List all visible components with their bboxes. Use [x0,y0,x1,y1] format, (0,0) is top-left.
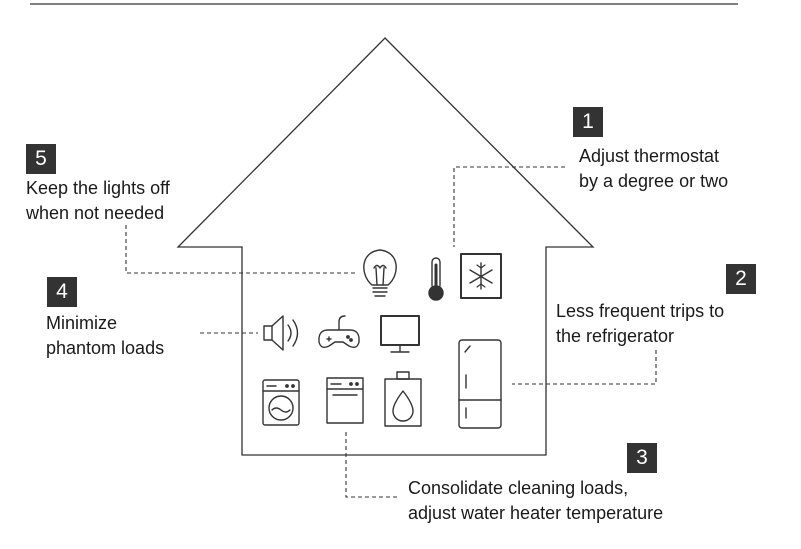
tip-4-badge: 4 [47,277,77,307]
tip-2-badge: 2 [726,264,756,294]
tip-2-line-2: the refrigerator [556,326,675,346]
tip-5-badge: 5 [26,144,56,174]
tip-2-text: Less frequent trips to the refrigerator [556,299,724,349]
tip-5-line-1: Keep the lights off [26,178,170,198]
speaker-icon [263,315,299,351]
tip-3-badge: 3 [627,443,657,473]
tip-4-line-2: phantom loads [46,338,165,358]
tip-4-text: Minimize phantom loads [46,311,164,361]
tip-3-text: Consolidate cleaning loads, adjust water… [408,476,663,526]
refrigerator-icon [458,339,502,429]
tip-1-line-1: Adjust thermostat [579,146,720,166]
tip-2-line-1: Less frequent trips to [556,301,725,321]
tip-5-line-2: when not needed [26,203,165,223]
washing-machine-icon [262,379,300,426]
tip-4-line-1: Minimize [46,313,118,333]
leader-line-5 [125,225,358,274]
tip-3-line-2: adjust water heater temperature [408,503,664,523]
leader-line-3 [345,432,400,498]
house-outline [176,37,595,456]
tip-1-line-2: by a degree or two [579,171,729,191]
leader-line-1 [453,166,565,247]
monitor-icon [380,315,420,353]
dishwasher-icon [326,377,364,424]
snowflake-icon [460,253,502,299]
light-bulb-icon [363,249,397,297]
leader-lines [125,166,657,498]
game-controller-icon [318,315,360,349]
tip-1-text: Adjust thermostat by a degree or two [579,144,728,194]
tip-3-line-1: Consolidate cleaning loads, [408,478,629,498]
water-heater-icon [384,371,422,427]
tip-1-badge: 1 [573,107,603,137]
tip-5-text: Keep the lights off when not needed [26,176,170,226]
leader-line-2 [512,350,657,385]
thermometer-icon [428,257,444,301]
